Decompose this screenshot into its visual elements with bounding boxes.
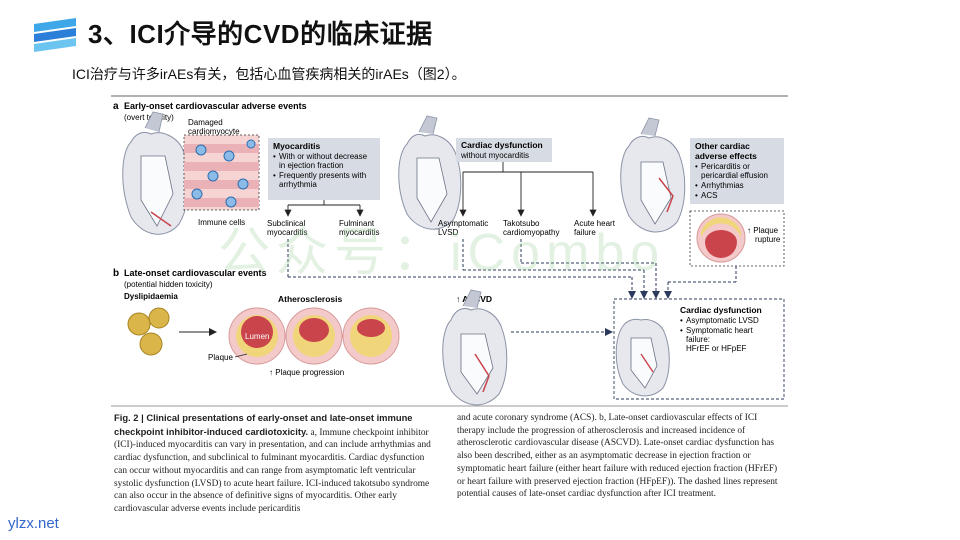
figure-diagram: a Early-onset cardiovascular adverse eve… [111,95,788,407]
lipid-particles-icon [127,307,170,356]
late-dysfunction-bullets: •Asymptomatic LVSD •Symptomatic heart fa… [680,316,761,353]
plaque-rupture-label: ↑ Plaque rupture [747,226,781,244]
dysfunction-outcome-takotsubo: Takotsubo cardiomyopathy [503,219,559,237]
panel-a-subtitle: (overt toxicity) [124,113,174,122]
panel-a-letter: a [113,101,119,112]
ruptured-artery-icon [696,213,746,263]
slide-logo-icon [34,18,76,52]
heart-icon-3 [620,117,686,233]
artery-cross-section-2 [285,307,343,365]
dysfunction-outcome-ahf: Acute heart failure [574,219,617,237]
watermark-text: 公众号：iCombo [218,224,666,282]
plaque-progression-label: ↑ Plaque progression [269,368,344,377]
myocarditis-tree [284,200,364,217]
myocarditis-box [268,138,380,200]
heart-icon-4 [442,289,508,406]
heart-icon-1 [122,111,190,235]
lumen-label: Lumen [245,332,269,341]
cardiac-dysfunction-title: Cardiac dysfunction [461,140,543,150]
panel-b-letter: b [113,268,119,279]
myocarditis-title: Myocarditis [273,141,321,151]
atherosclerosis-label: Atherosclerosis [278,294,343,304]
footer-site-label: ylzx.net [8,515,59,532]
plaque-pointer [234,353,248,358]
dyslipidaemia-label: Dyslipidaemia [124,292,178,301]
figure-caption-left: Fig. 2 | Clinical presentations of early… [114,412,432,516]
other-effects-bullets: •Pericarditis or pericardial effusion •A… [695,162,770,200]
myocarditis-outcome-fulminant: Fulminant myocarditis [339,219,379,237]
myocardium-tissue [183,134,260,211]
cardiac-dysfunction-box [456,138,552,162]
damaged-cardiomyocyte-label: Damaged cardiomyocyte [188,118,240,136]
panel-b-title: Late-onset cardiovascular events [124,268,267,278]
heart-icon-5 [615,318,670,397]
cardiac-dysfunction-subtitle: without myocarditis [460,151,529,160]
heart-icon-2 [398,115,462,230]
late-dysfunction-title: Cardiac dysfunction [680,305,762,315]
dysfunction-outcome-lvsd: Asymptomatic LVSD [438,219,490,237]
plaque-label: Plaque [208,353,233,362]
figure-caption-left-text: a, Immune checkpoint inhibitor (ICI)-ind… [114,427,431,514]
panel-b-subtitle: (potential hidden toxicity) [124,280,213,289]
other-effects-box [690,138,784,204]
figure-caption-right: and acute coronary syndrome (ACS). b, La… [457,413,778,500]
dashed-causal-lines [287,239,737,336]
figure-2: a Early-onset cardiovascular adverse eve… [111,92,788,527]
figure-caption-label: Fig. 2 | Clinical presentations of early… [114,412,413,437]
slide-subtitle: ICI治疗与许多irAEs有关，包括心血管疾病相关的irAEs（图2）。 [72,66,466,82]
slide-title: 3、ICI介导的CVD的临床证据 [88,19,433,49]
dysfunction-tree [459,162,597,217]
artery-cross-section-3 [342,307,400,365]
artery-cross-section-1 [228,307,286,365]
myocarditis-bullets: •With or without decrease in ejection fr… [273,152,369,189]
myocarditis-outcome-subclinical: Subclinical myocarditis [267,219,307,237]
immune-cells-label: Immune cells [198,218,245,227]
panel-a-title: Early-onset cardiovascular adverse event… [124,101,307,111]
other-effects-title: Other cardiac adverse effects [695,141,757,161]
